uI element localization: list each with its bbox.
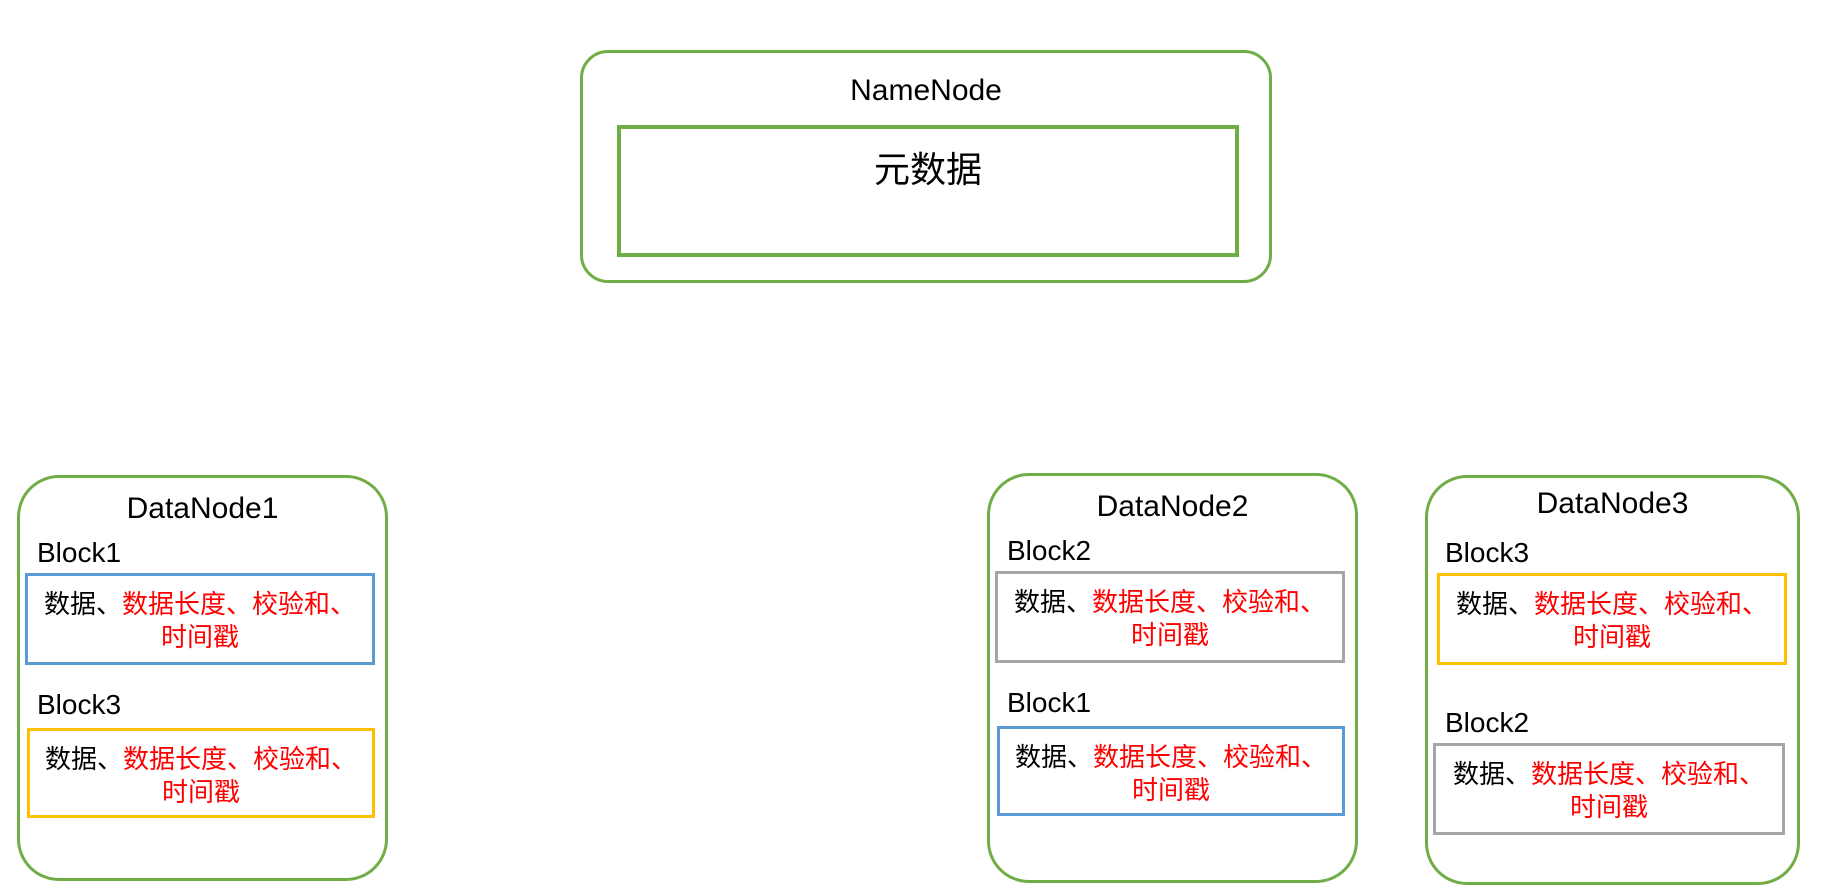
block-content-line1: 数据、数据长度、校验和、 (1440, 588, 1784, 621)
datanode2-block-box-1: 数据、数据长度、校验和、 时间戳 (995, 571, 1345, 663)
block-content-line2: 时间戳 (160, 622, 239, 652)
block-content-line1: 数据、数据长度、校验和、 (1000, 741, 1342, 774)
datanode3-box: DataNode3 Block3 数据、数据长度、校验和、 时间戳 Block2… (1425, 475, 1800, 885)
block-text-red: 数据长度、校验和、 (1534, 589, 1769, 619)
datanode1-box: DataNode1 Block1 数据、数据长度、校验和、 时间戳 Block3… (17, 475, 388, 881)
block-content-line2: 时间戳 (1569, 792, 1648, 822)
datanode1-block-box-2: 数据、数据长度、校验和、 时间戳 (27, 728, 375, 818)
block-content-line2: 时间戳 (1572, 622, 1651, 652)
block-text-red: 数据长度、校验和、 (123, 744, 358, 774)
datanode1-title: DataNode1 (126, 492, 279, 525)
block-text-red: 数据长度、校验和、 (1531, 759, 1766, 789)
block-text-red: 数据长度、校验和、 (1093, 742, 1328, 772)
metadata-box: 元数据 (617, 125, 1239, 257)
block-text-black: 数据、 (1452, 759, 1531, 789)
block-text-red: 数据长度、校验和、 (1092, 587, 1327, 617)
datanode1-block-label-2: Block3 (37, 689, 122, 720)
datanode3-block-label-2: Block2 (1445, 707, 1530, 738)
datanode2-box: DataNode2 Block2 数据、数据长度、校验和、 时间戳 Block1… (987, 473, 1358, 883)
datanode3-title: DataNode3 (1536, 487, 1689, 520)
block-text-black: 数据、 (1013, 587, 1092, 617)
block-content-line2: 时间戳 (1130, 620, 1209, 650)
block-content-line1: 数据、数据长度、校验和、 (1436, 758, 1782, 791)
datanode1-block-box-1: 数据、数据长度、校验和、 时间戳 (25, 573, 375, 665)
datanode2-block-box-2: 数据、数据长度、校验和、 时间戳 (997, 726, 1345, 816)
block-content-line1: 数据、数据长度、校验和、 (998, 586, 1342, 619)
datanode3-block-box-2: 数据、数据长度、校验和、 时间戳 (1433, 743, 1785, 835)
block-text-red: 数据长度、校验和、 (122, 589, 357, 619)
metadata-label: 元数据 (873, 150, 982, 191)
namenode-box: NameNode 元数据 (580, 50, 1272, 283)
namenode-title: NameNode (850, 74, 1002, 107)
datanode2-title: DataNode2 (1096, 490, 1249, 523)
block-text-black: 数据、 (43, 589, 122, 619)
datanode3-block-label-1: Block3 (1445, 537, 1530, 568)
block-content-line2: 时间戳 (161, 777, 240, 807)
block-content-line1: 数据、数据长度、校验和、 (30, 743, 372, 776)
block-text-black: 数据、 (44, 744, 123, 774)
datanode2-block-label-1: Block2 (1007, 535, 1092, 566)
block-text-black: 数据、 (1455, 589, 1534, 619)
datanode1-block-label-1: Block1 (37, 537, 122, 568)
datanode2-block-label-2: Block1 (1007, 687, 1092, 718)
datanode3-block-box-1: 数据、数据长度、校验和、 时间戳 (1437, 573, 1787, 665)
block-text-black: 数据、 (1014, 742, 1093, 772)
block-content-line2: 时间戳 (1131, 775, 1210, 805)
block-content-line1: 数据、数据长度、校验和、 (28, 588, 372, 621)
